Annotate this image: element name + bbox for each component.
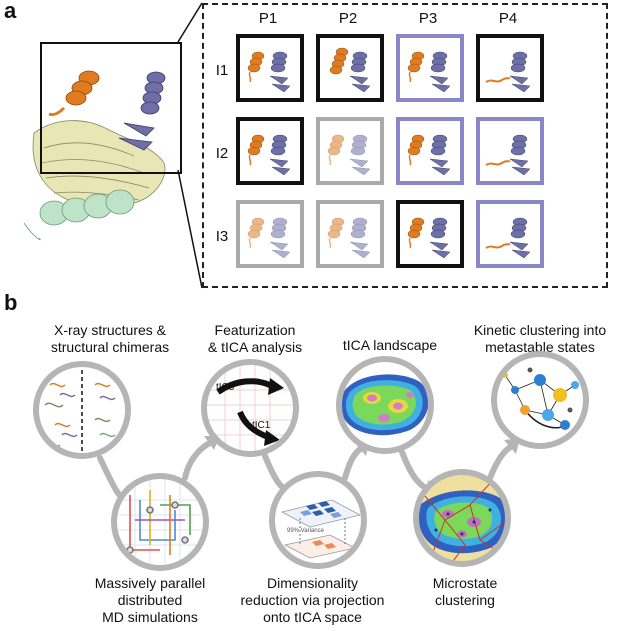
caption-tica-landscape: tICA landscape bbox=[342, 337, 438, 353]
conformation-cell-i3-p3 bbox=[396, 200, 464, 268]
step-xray-circle bbox=[33, 361, 131, 459]
caption-microstate-clustering: Microstate clustering bbox=[432, 575, 498, 608]
step-projection-circle bbox=[269, 471, 367, 569]
variance-label: 99% Variance bbox=[287, 528, 325, 534]
panel-a-label: a bbox=[4, 0, 17, 23]
step-microstate-circle bbox=[413, 469, 511, 567]
zoom-region-box bbox=[40, 42, 182, 174]
conformation-structure bbox=[485, 51, 531, 93]
row-header-i1: I1 bbox=[215, 62, 229, 79]
conformation-structure bbox=[407, 134, 451, 176]
arrow-step4-to-step5 bbox=[342, 445, 365, 481]
row-header-i2: I2 bbox=[215, 145, 229, 162]
step-landscape-circle bbox=[336, 356, 434, 454]
conformation-structure bbox=[407, 51, 451, 93]
column-header-p4: P4 bbox=[498, 10, 518, 27]
conformation-cell-i3-p2 bbox=[316, 200, 384, 268]
caption-md-simulations: Massively parallel distributed MD simula… bbox=[94, 575, 206, 625]
conformation-structure bbox=[329, 47, 371, 93]
panel-b-label: b bbox=[4, 290, 18, 315]
conformation-cell-i1-p4 bbox=[476, 34, 544, 102]
conformation-cell-i1-p2 bbox=[316, 34, 384, 102]
protein-structure-image bbox=[23, 70, 166, 241]
conformation-cell-i2-p3 bbox=[396, 117, 464, 185]
arrow-step5-to-step6 bbox=[399, 449, 433, 493]
caption-dimensionality-reduction: Dimensionality reduction via projection … bbox=[240, 575, 385, 625]
row-header-i3: I3 bbox=[215, 228, 229, 245]
tic0-label: tIC0 bbox=[216, 382, 235, 393]
conformation-cell-i3-p4 bbox=[476, 200, 544, 268]
conformation-cell-i1-p3 bbox=[396, 34, 464, 102]
conformation-structure bbox=[247, 51, 291, 93]
conformation-cell-i2-p1 bbox=[236, 117, 304, 185]
column-header-p3: P3 bbox=[418, 10, 438, 27]
caption-kinetic-clustering: Kinetic clustering into metastable state… bbox=[473, 322, 607, 355]
caption-featurization: Featurization & tICA analysis bbox=[207, 322, 303, 355]
caption-xray-structures: X-ray structures & structural chimeras bbox=[50, 322, 170, 355]
arrow-step6-to-step7 bbox=[487, 443, 515, 481]
step-md-circle bbox=[111, 473, 209, 571]
conformation-cell-i2-p4 bbox=[476, 117, 544, 185]
conformation-grid-frame bbox=[202, 3, 608, 288]
conformation-structure bbox=[327, 134, 371, 176]
arrow-step2-to-step3 bbox=[182, 439, 215, 481]
conformation-cell-i2-p2 bbox=[316, 117, 384, 185]
step-kinetic-circle bbox=[491, 351, 589, 449]
conformation-structure bbox=[247, 134, 291, 176]
conformation-structure bbox=[247, 217, 291, 259]
column-header-p2: P2 bbox=[338, 10, 358, 27]
step-tica-circle bbox=[201, 359, 299, 457]
conformation-cell-i1-p1 bbox=[236, 34, 304, 102]
conformation-structure bbox=[485, 217, 531, 259]
conformation-cell-i3-p1 bbox=[236, 200, 304, 268]
column-header-p1: P1 bbox=[258, 10, 278, 27]
conformation-structure bbox=[407, 217, 451, 259]
conformation-structure bbox=[485, 134, 531, 176]
conformation-structure bbox=[327, 217, 371, 259]
tic1-label: tIC1 bbox=[252, 420, 271, 431]
